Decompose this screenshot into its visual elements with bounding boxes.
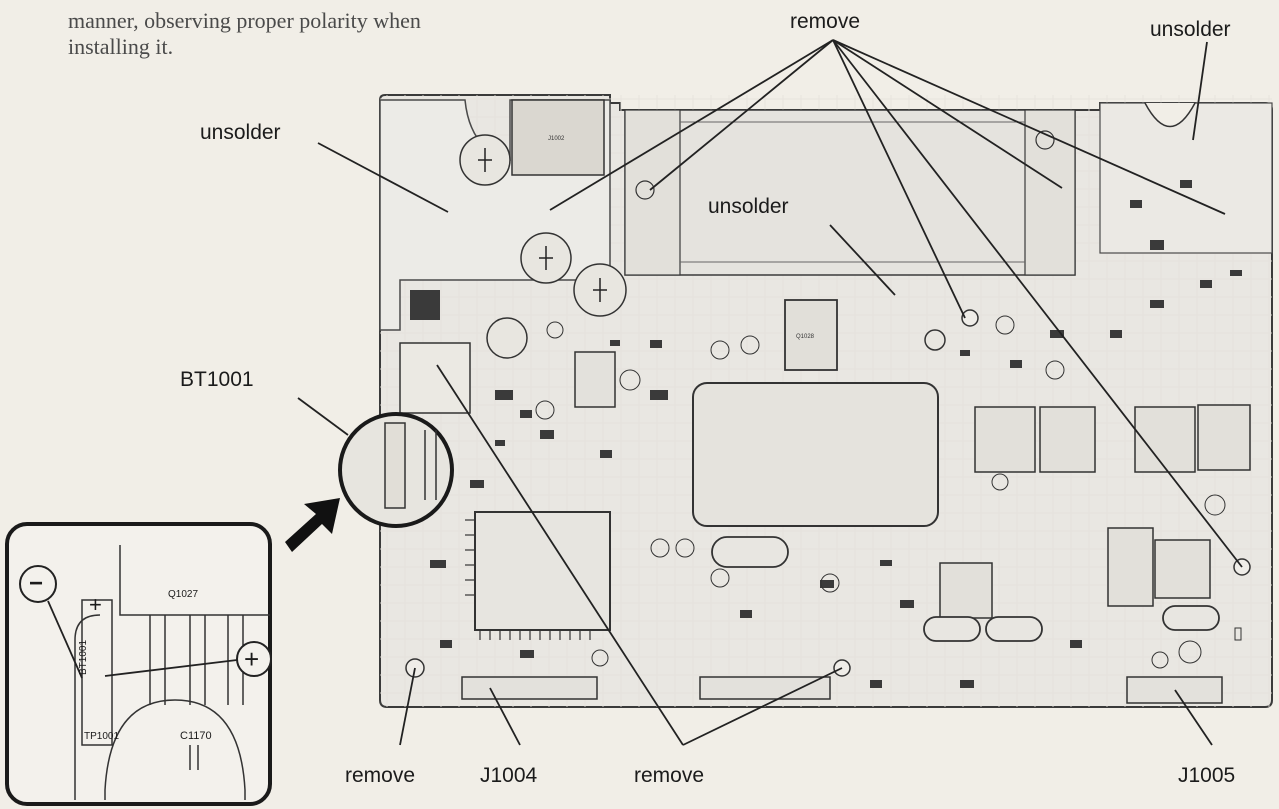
transformer-blocks bbox=[939, 404, 1251, 619]
inset-minus-symbol: − bbox=[29, 570, 44, 597]
connector-j1005 bbox=[1126, 676, 1223, 704]
label-unsolder-left: unsolder bbox=[200, 121, 281, 144]
label-unsolder-top-right: unsolder bbox=[1150, 18, 1231, 41]
inset-bt1001-label: BT1001 bbox=[78, 639, 89, 675]
label-remove-bottom-center: remove bbox=[634, 764, 705, 787]
inset-c1170-label: C1170 bbox=[180, 730, 212, 742]
smd-components bbox=[410, 180, 1242, 688]
component-j1002 bbox=[511, 99, 605, 176]
chip-label-j1002: J1002 bbox=[548, 136, 565, 142]
instruction-text-line-2: installing it. bbox=[68, 34, 174, 59]
inset-q1027-label: Q1027 bbox=[168, 589, 199, 600]
callout-leader-lines bbox=[297, 39, 1243, 746]
inset-plus-symbol: + bbox=[244, 644, 260, 674]
connector-j1003 bbox=[699, 676, 831, 700]
crystal-components bbox=[711, 536, 1220, 642]
board-section-right bbox=[1099, 102, 1273, 254]
label-remove-top: remove bbox=[790, 10, 861, 33]
label-j1004: J1004 bbox=[480, 764, 538, 787]
heatsink-shield bbox=[624, 109, 1076, 276]
connector-j1004 bbox=[461, 676, 598, 700]
ic-chip-left bbox=[574, 351, 616, 408]
pointer-arrow bbox=[285, 498, 340, 552]
inset-tp1001-label: TP1001 bbox=[84, 731, 120, 742]
ic-chip-cpu bbox=[474, 511, 611, 631]
label-bt1001: BT1001 bbox=[180, 368, 254, 391]
minus-terminal-symbol bbox=[19, 565, 57, 603]
rf-module-shield bbox=[692, 382, 939, 527]
label-unsolder-center: unsolder bbox=[708, 195, 789, 218]
polarity-inset-box bbox=[5, 522, 272, 806]
component-q1028 bbox=[784, 299, 838, 371]
label-remove-bottom-left: remove bbox=[345, 764, 416, 787]
plus-terminal-symbol bbox=[236, 641, 272, 677]
chip-label-q1028: Q1028 bbox=[796, 334, 815, 340]
label-j1005: J1005 bbox=[1178, 764, 1236, 787]
inset-battery-plus-mark: + bbox=[89, 592, 102, 617]
instruction-text-line-1: manner, observing proper polarity when bbox=[68, 8, 421, 33]
